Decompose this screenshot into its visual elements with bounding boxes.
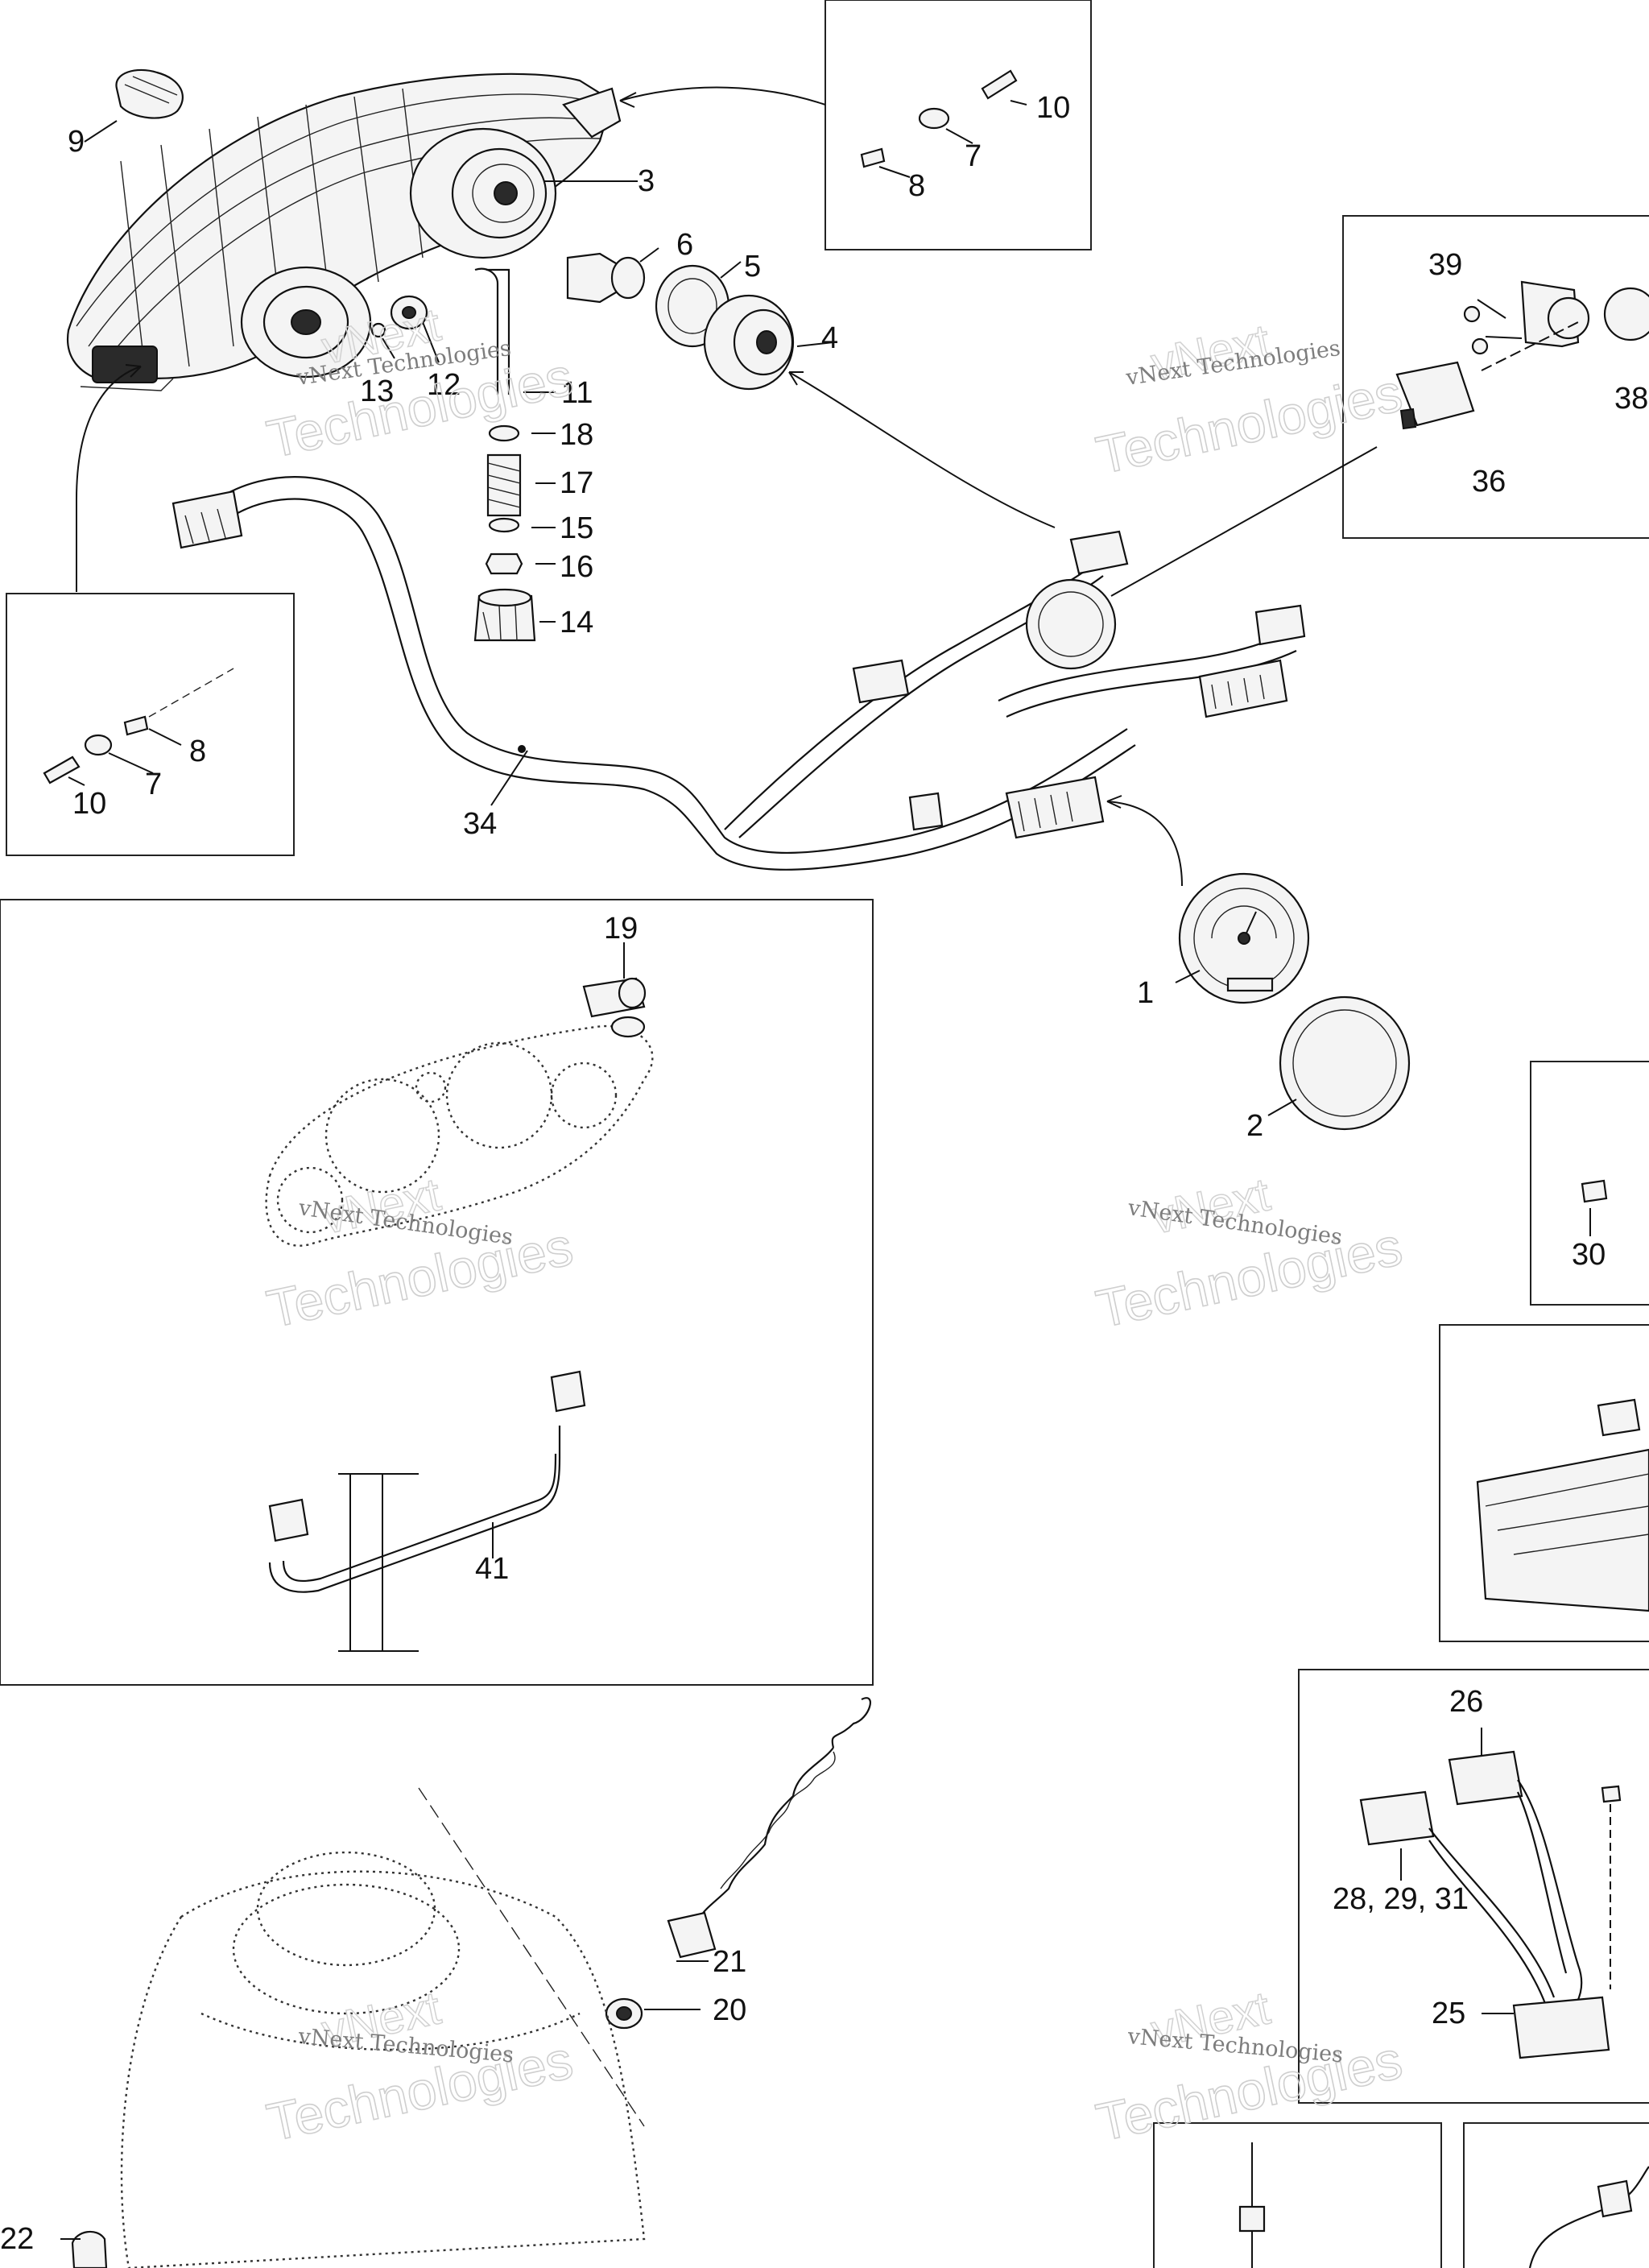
callout-19: 19 <box>604 912 638 946</box>
nut-16 <box>485 553 523 575</box>
connector-right-2 <box>1198 659 1288 718</box>
washer-18 <box>488 424 520 442</box>
bolt-10-left <box>43 755 81 784</box>
bezel-2 <box>1279 995 1411 1131</box>
callout-10-left: 10 <box>72 787 106 821</box>
callout-22: 22 <box>0 2222 34 2256</box>
relay-36 <box>1395 361 1475 427</box>
connector-left <box>172 490 243 549</box>
screw-30 <box>1581 1179 1608 1236</box>
inset-box-bolt-washer-top <box>824 0 1092 250</box>
inset-box-bolt-washer-left <box>6 593 295 856</box>
nut-39b <box>1471 337 1489 355</box>
callout-3: 3 <box>638 164 655 198</box>
callout-30: 30 <box>1572 1238 1606 1272</box>
callout-20: 20 <box>713 1993 746 2027</box>
inset-box-screw-30 <box>1530 1061 1649 1306</box>
clip-9 <box>115 68 184 119</box>
watermarks: vNext Technologies vNext Technologies vN… <box>261 298 1407 2153</box>
grommet-36-circle <box>1025 578 1117 670</box>
bottom-inset-parts <box>1238 2142 1649 2268</box>
harness-25-parts <box>1359 1750 1622 2059</box>
callout-21: 21 <box>713 1945 746 1979</box>
nut-39a <box>1463 305 1481 323</box>
callout-5: 5 <box>744 250 761 284</box>
connector-gauge <box>1005 776 1105 839</box>
inset-box-relay-bracket <box>1342 215 1649 539</box>
console-dotted <box>71 1787 646 2268</box>
inset-box-bottom-right <box>1463 2122 1649 2268</box>
callout-34: 34 <box>463 807 497 841</box>
callout-16: 16 <box>560 550 593 584</box>
callout-18: 18 <box>560 418 593 452</box>
callout-15: 15 <box>560 511 593 545</box>
callout-11: 11 <box>561 376 593 410</box>
headlight-small-parts <box>115 68 536 642</box>
bolt-10-top <box>981 69 1018 100</box>
gauge-parts <box>1178 872 1411 1131</box>
connector-28 <box>1359 1790 1435 1846</box>
connector-right-1 <box>1254 604 1306 646</box>
callout-26: 26 <box>1449 1685 1483 1719</box>
harness-41 <box>268 1370 586 1652</box>
callout-9: 9 <box>68 125 85 159</box>
callout-2: 2 <box>1246 1109 1263 1143</box>
callout-39: 39 <box>1428 248 1462 282</box>
callout-8-top: 8 <box>908 169 925 203</box>
fuse-box <box>1476 1398 1649 1612</box>
lanyard-21 <box>605 1697 871 2030</box>
washer-15 <box>488 517 520 533</box>
module-25 <box>1512 1996 1610 2059</box>
callout-14: 14 <box>560 606 593 639</box>
callout-25: 25 <box>1432 1997 1465 2030</box>
callout-17: 17 <box>560 466 593 500</box>
headlight-assembly <box>66 72 622 391</box>
bent-rod-11 <box>474 267 499 395</box>
spacer-8-left <box>123 715 149 736</box>
callout-38: 38 <box>1614 382 1648 416</box>
top-inset-parts <box>860 69 1018 168</box>
connector-26 <box>1448 1750 1523 1806</box>
callout-7-top: 7 <box>965 139 982 173</box>
callout-1: 1 <box>1137 976 1154 1010</box>
leader-lines <box>60 86 1579 2240</box>
relay-parts <box>1395 280 1649 430</box>
washer-7-left <box>84 734 113 756</box>
inset-box-gauge-cluster <box>0 899 874 1686</box>
gauge-cluster-dotted <box>265 977 654 1247</box>
callout-numbers: 10 7 8 9 3 6 5 4 12 13 11 18 17 15 16 14… <box>0 91 1648 2256</box>
washer-7-top <box>918 107 950 130</box>
spacer-8-top <box>860 147 886 168</box>
callout-28-29-31: 28, 29, 31 <box>1333 1882 1469 1916</box>
bulb-socket-parts <box>566 252 795 391</box>
spring-17 <box>486 453 522 517</box>
callout-36: 36 <box>1472 465 1506 499</box>
nut-13 <box>370 322 386 338</box>
callout-7-left: 7 <box>145 768 162 801</box>
inset-box-fuse-box <box>1439 1324 1649 1642</box>
connector-top <box>1069 530 1129 575</box>
connector-mid <box>852 659 910 704</box>
callout-6: 6 <box>676 228 693 262</box>
callout-4: 4 <box>821 321 838 355</box>
callout-10-top: 10 <box>1036 91 1070 125</box>
callout-8-left: 8 <box>189 735 206 768</box>
switch-22 <box>71 2230 108 2268</box>
callout-41: 41 <box>475 1552 509 1586</box>
left-inset-parts <box>43 668 234 784</box>
inset-box-harness-25 <box>1298 1669 1649 2104</box>
callout-12: 12 <box>427 368 461 402</box>
inset-box-bottom-left <box>1153 2122 1442 2268</box>
wiring-harness-34 <box>172 476 1306 871</box>
callout-13: 13 <box>360 375 394 408</box>
